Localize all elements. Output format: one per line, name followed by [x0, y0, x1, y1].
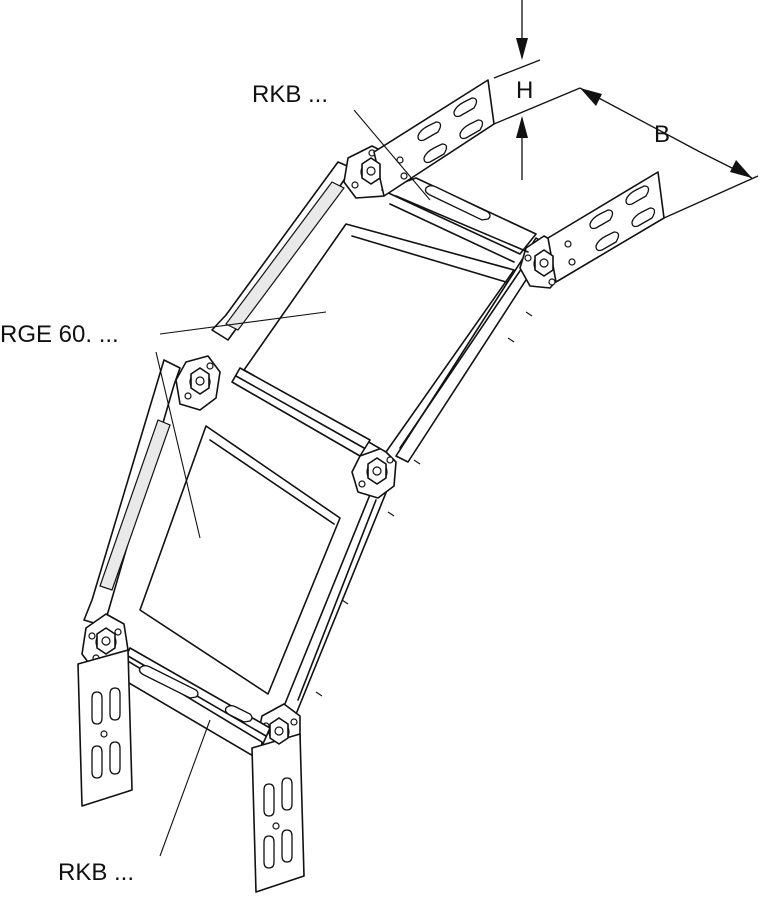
top-left-connector [373, 79, 495, 197]
bolts [96, 157, 554, 745]
dimension-b: B [579, 87, 759, 219]
bottom-left-connector [77, 649, 133, 807]
left-side-rail [81, 145, 399, 671]
rail-fasteners [315, 311, 533, 697]
label-rkb-bottom: RKB ... [58, 859, 134, 886]
label-rkb-top-group: RKB ... [252, 81, 431, 201]
label-rkb-top: RKB ... [252, 81, 328, 108]
dimension-h: H [493, 0, 581, 180]
dimension-h-label: H [516, 77, 533, 104]
label-rge-group: RGE 60. ... [0, 311, 327, 539]
label-rkb-bottom-group: RKB ... [58, 719, 211, 886]
bottom-right-connector [251, 733, 305, 893]
label-rge: RGE 60. ... [0, 321, 119, 348]
rungs-and-panels [121, 177, 537, 761]
dimension-b-label: B [654, 121, 670, 148]
top-right-connector [547, 171, 665, 283]
